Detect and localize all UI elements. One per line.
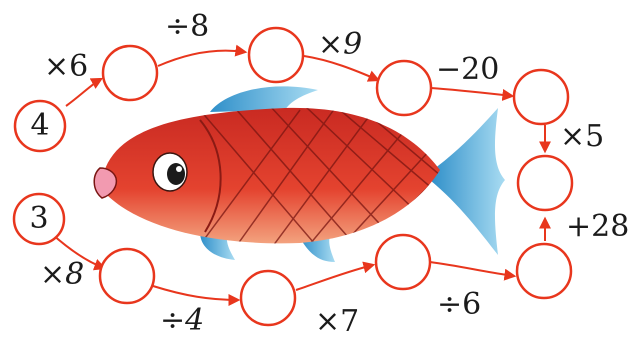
answer-circle-bottom-2[interactable]	[241, 271, 295, 325]
fish-eye-glint	[176, 166, 182, 172]
arrow-bottom-3	[296, 265, 373, 290]
fish-eye-pupil	[167, 163, 185, 185]
answer-circle-middle[interactable]	[518, 156, 572, 210]
answer-circle-bottom-3[interactable]	[376, 235, 430, 289]
op-label-bottom-4: ÷6	[437, 290, 481, 320]
fish-tail-fin	[430, 108, 505, 255]
op-label-bottom-1: ×8	[40, 260, 84, 290]
op-label-top-3: ×9	[318, 30, 362, 60]
answer-circle-bottom-1[interactable]	[100, 249, 154, 303]
op-label-bottom-5: +28	[566, 212, 629, 242]
start-number-top: 4	[20, 111, 60, 141]
answer-circle-top-4[interactable]	[514, 70, 568, 124]
arrow-top-2	[158, 51, 245, 66]
start-number-bottom: 3	[19, 204, 59, 234]
op-label-top-1: ×6	[44, 52, 88, 82]
op-label-top-2: ÷8	[165, 12, 209, 42]
op-label-top-5: ×5	[560, 122, 604, 152]
op-label-top-4: −20	[436, 55, 499, 85]
arrow-bottom-4	[430, 262, 514, 276]
answer-circle-top-3[interactable]	[377, 61, 431, 115]
fish-illustration	[94, 86, 505, 262]
answer-circle-bottom-4[interactable]	[517, 244, 571, 298]
op-label-bottom-3: ×7	[315, 307, 359, 337]
arrow-bottom-2	[153, 286, 238, 300]
op-label-bottom-2: ÷4	[160, 306, 204, 336]
answer-circle-top-2[interactable]	[249, 28, 303, 82]
arrow-top-4	[431, 88, 512, 96]
answer-circle-top-1[interactable]	[103, 46, 157, 100]
